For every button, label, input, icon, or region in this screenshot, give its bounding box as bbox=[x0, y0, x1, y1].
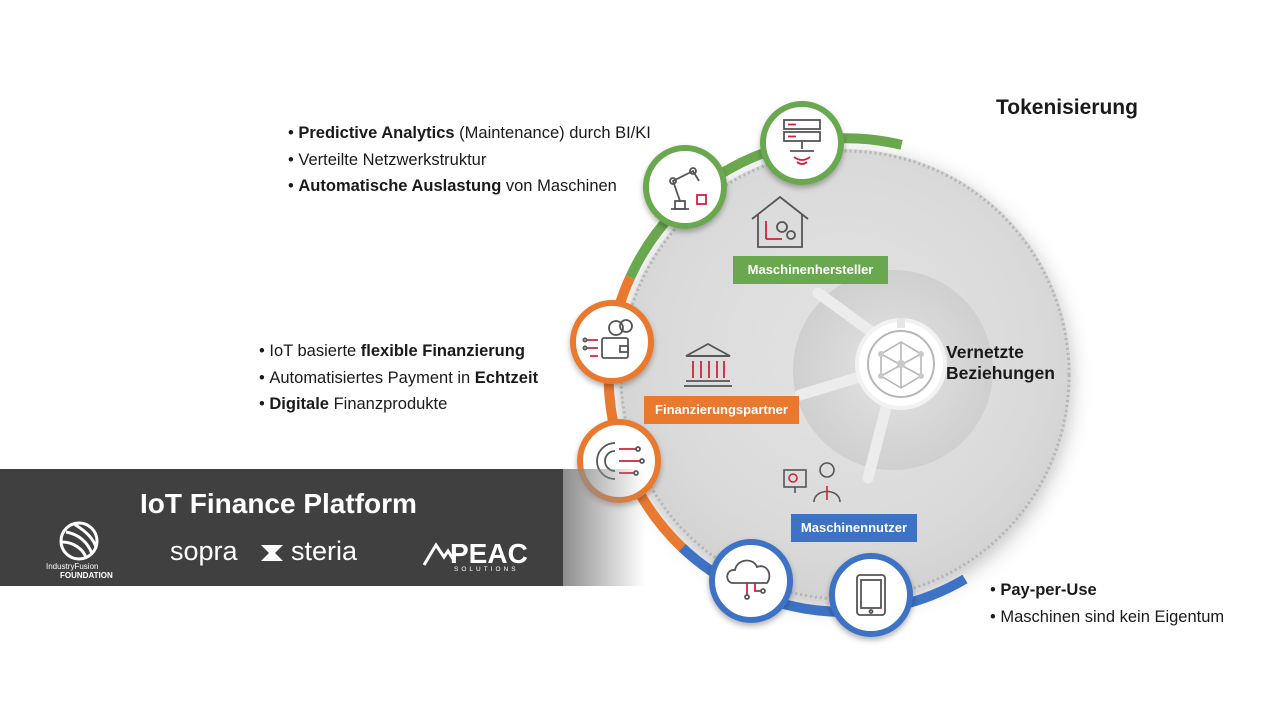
bullet-list-middle: IoT basierte flexible Finanzierung Autom… bbox=[259, 338, 538, 418]
diagram-title: Tokenisierung bbox=[996, 96, 1138, 119]
network-brain-icon bbox=[855, 318, 947, 410]
banner-title: IoT Finance Platform bbox=[140, 488, 417, 519]
factory-gears-icon bbox=[751, 195, 809, 248]
bullet-item: Predictive Analytics (Maintenance) durch… bbox=[288, 120, 650, 147]
bullet-item: Verteilte Netzwerkstruktur bbox=[288, 147, 651, 174]
center-label: Vernetzte Beziehungen bbox=[946, 342, 1055, 383]
industryfusion-logo-line1: IndustryFusion bbox=[46, 562, 99, 571]
spoke bbox=[794, 369, 872, 401]
platform-banner bbox=[0, 469, 563, 586]
tablet-icon bbox=[856, 574, 886, 616]
industryfusion-logo-line2: FOUNDATION bbox=[60, 571, 113, 580]
tablet-icon-circle bbox=[829, 553, 913, 637]
steria-logo-text: steria bbox=[291, 536, 358, 566]
bank-icon bbox=[684, 342, 732, 387]
cloud-icon-circle bbox=[709, 539, 793, 623]
bullet-list-bottom: Pay-per-Use Maschinen sind kein Eigentum bbox=[990, 577, 1224, 630]
robot-arm-icon-circle bbox=[643, 145, 727, 229]
peac-logo-icon bbox=[422, 542, 454, 566]
server-icon-circle bbox=[760, 101, 844, 185]
banner-fade bbox=[563, 469, 645, 586]
tag-maschinennutzer: Maschinennutzer bbox=[791, 514, 917, 542]
wallet-coins-icon-circle bbox=[570, 300, 654, 384]
wallet-coins-icon bbox=[582, 319, 633, 359]
bullet-item: IoT basierte flexible Finanzierung bbox=[259, 338, 538, 365]
bullet-list-top: Predictive Analytics (Maintenance) durch… bbox=[288, 120, 651, 200]
arc-green bbox=[625, 133, 903, 280]
soprasteria-logo-icon bbox=[261, 545, 283, 561]
bullet-item: Pay-per-Use bbox=[990, 577, 1224, 604]
bullet-item: Automatisiertes Payment in Echtzeit bbox=[259, 365, 538, 392]
bullet-item: Digitale Finanzprodukte bbox=[259, 391, 538, 418]
server-icon bbox=[783, 119, 821, 165]
presenter-chart-icon bbox=[783, 462, 841, 503]
cloud-icon bbox=[726, 559, 771, 600]
tag-maschinenhersteller: Maschinenhersteller bbox=[733, 256, 888, 284]
bullet-item: Maschinen sind kein Eigentum bbox=[990, 604, 1224, 631]
peac-logo-text: PEAC bbox=[450, 538, 528, 569]
peac-logo-subtitle: SOLUTIONS bbox=[454, 566, 519, 573]
tag-finanzierungspartner: Finanzierungspartner bbox=[644, 396, 799, 424]
sopra-logo-text: sopra bbox=[170, 536, 238, 566]
bullet-item: Automatische Auslastung von Maschinen bbox=[288, 173, 651, 200]
industryfusion-logo-icon bbox=[59, 521, 99, 561]
robot-arm-icon bbox=[669, 167, 707, 210]
